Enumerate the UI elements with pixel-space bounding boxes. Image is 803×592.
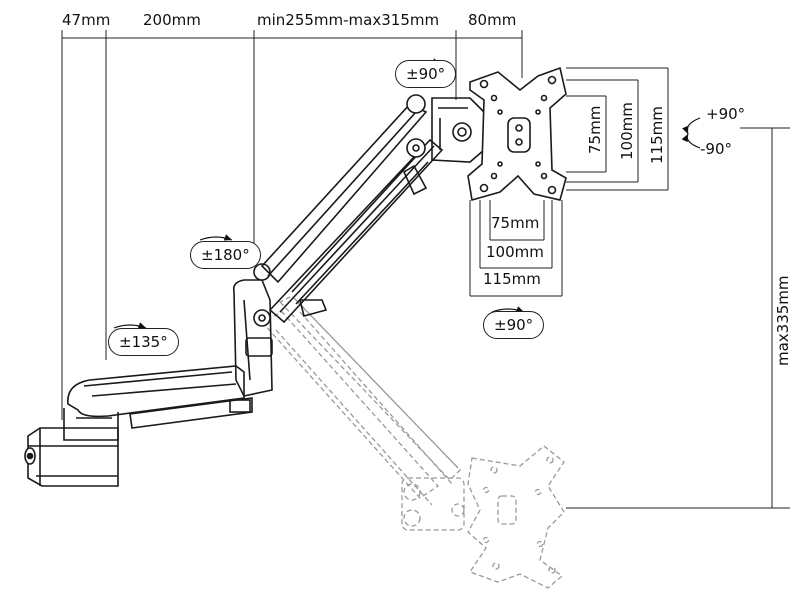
vesa-height-75-label: 75mm: [586, 105, 604, 154]
tilt-arrows: [681, 117, 701, 149]
mid-swivel-badge: ±180°: [190, 241, 261, 269]
vesa-height-100-label: 100mm: [618, 102, 636, 160]
dim-upper-arm-label: min255mm-max315mm: [257, 11, 440, 29]
vesa-horizontal-dimension-lines: [469, 200, 563, 297]
height-dimension-lines: [566, 127, 790, 509]
max-height-label: max335mm: [774, 275, 792, 366]
vesa-vertical-dimension-lines: [566, 67, 669, 191]
head-rotation-top-badge: ±90°: [395, 60, 457, 88]
dim-clamp-offset-label: 47mm: [62, 11, 111, 29]
elbow-joint: [232, 263, 273, 397]
ghost-lowered-arm: [260, 295, 565, 589]
vesa-width-75-label: 75mm: [491, 214, 540, 232]
rotation-arcs: [113, 58, 525, 329]
vesa-width-100-label: 100mm: [486, 243, 544, 261]
desk-clamp-base: [24, 408, 119, 487]
head-rotation-bottom-badge: ±90°: [483, 311, 545, 339]
vesa-width-115-label: 115mm: [483, 270, 541, 288]
vesa-height-115-label: 115mm: [648, 106, 666, 164]
vesa-plate: [467, 66, 567, 202]
lower-arm: [67, 365, 253, 429]
tilt-up-label: +90°: [706, 105, 746, 123]
tilt-down-label: -90°: [700, 140, 732, 158]
dim-head-label: 80mm: [468, 11, 517, 29]
dim-lower-arm-label: 200mm: [143, 11, 201, 29]
base-swivel-badge: ±135°: [108, 328, 179, 356]
top-dimension-lines: [61, 30, 523, 420]
upper-arm: [260, 94, 444, 324]
